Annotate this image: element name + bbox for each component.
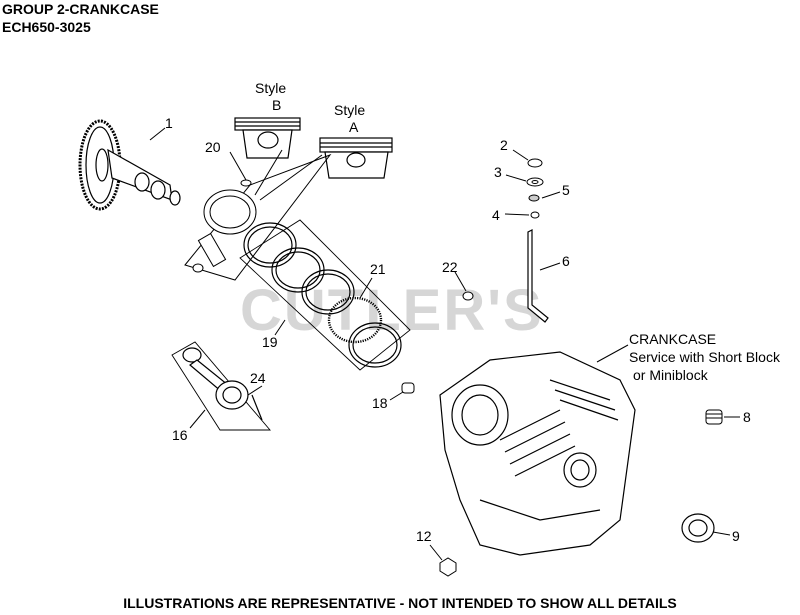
ring-part-4	[530, 211, 540, 219]
plug-part-22	[462, 291, 474, 301]
plug-part-18	[401, 382, 415, 394]
crankcase-miniblock-note: or Miniblock	[633, 367, 709, 383]
crankcase-block	[439, 351, 636, 556]
callout-6: 6	[562, 253, 570, 269]
camshaft-part	[78, 119, 181, 211]
callout-22: 22	[442, 259, 458, 275]
crankcase-label: CRANKCASE	[629, 331, 716, 347]
connecting-rod	[171, 341, 271, 431]
group-title: GROUP 2-CRANKCASE	[2, 1, 159, 17]
rod-part-6	[527, 229, 549, 323]
style-a-label: Style	[334, 102, 365, 118]
piston-style-b	[234, 117, 301, 159]
plug-part-8	[705, 409, 723, 425]
piston-style-a	[319, 137, 393, 179]
bushing-part-5	[528, 194, 540, 202]
model-number: ECH650-3025	[2, 19, 91, 35]
callout-4: 4	[492, 207, 500, 223]
callout-18: 18	[372, 395, 388, 411]
oil-seal-part-9	[681, 513, 715, 543]
callout-2: 2	[500, 137, 508, 153]
crankcase-service-note: Service with Short Block	[629, 349, 781, 365]
footer-disclaimer: ILLUSTRATIONS ARE REPRESENTATIVE - NOT I…	[123, 595, 677, 611]
callout-9: 9	[732, 528, 740, 544]
callout-5: 5	[562, 182, 570, 198]
callout-20: 20	[205, 139, 221, 155]
style-a-letter: A	[349, 119, 359, 135]
callout-8: 8	[743, 409, 751, 425]
callout-16: 16	[172, 427, 188, 443]
callout-19: 19	[262, 334, 278, 350]
callout-1: 1	[165, 115, 173, 131]
nut-part-12	[439, 557, 457, 577]
callout-21: 21	[370, 261, 386, 277]
style-b-label: Style	[255, 80, 286, 96]
washer-part-3	[526, 177, 544, 187]
washer-part-2	[527, 158, 543, 168]
piston-rings-set	[239, 219, 411, 371]
callout-24: 24	[250, 370, 266, 386]
style-b-letter: B	[272, 97, 281, 113]
callout-12: 12	[416, 528, 432, 544]
callout-3: 3	[494, 164, 502, 180]
piston-pin-assembly	[184, 149, 332, 281]
